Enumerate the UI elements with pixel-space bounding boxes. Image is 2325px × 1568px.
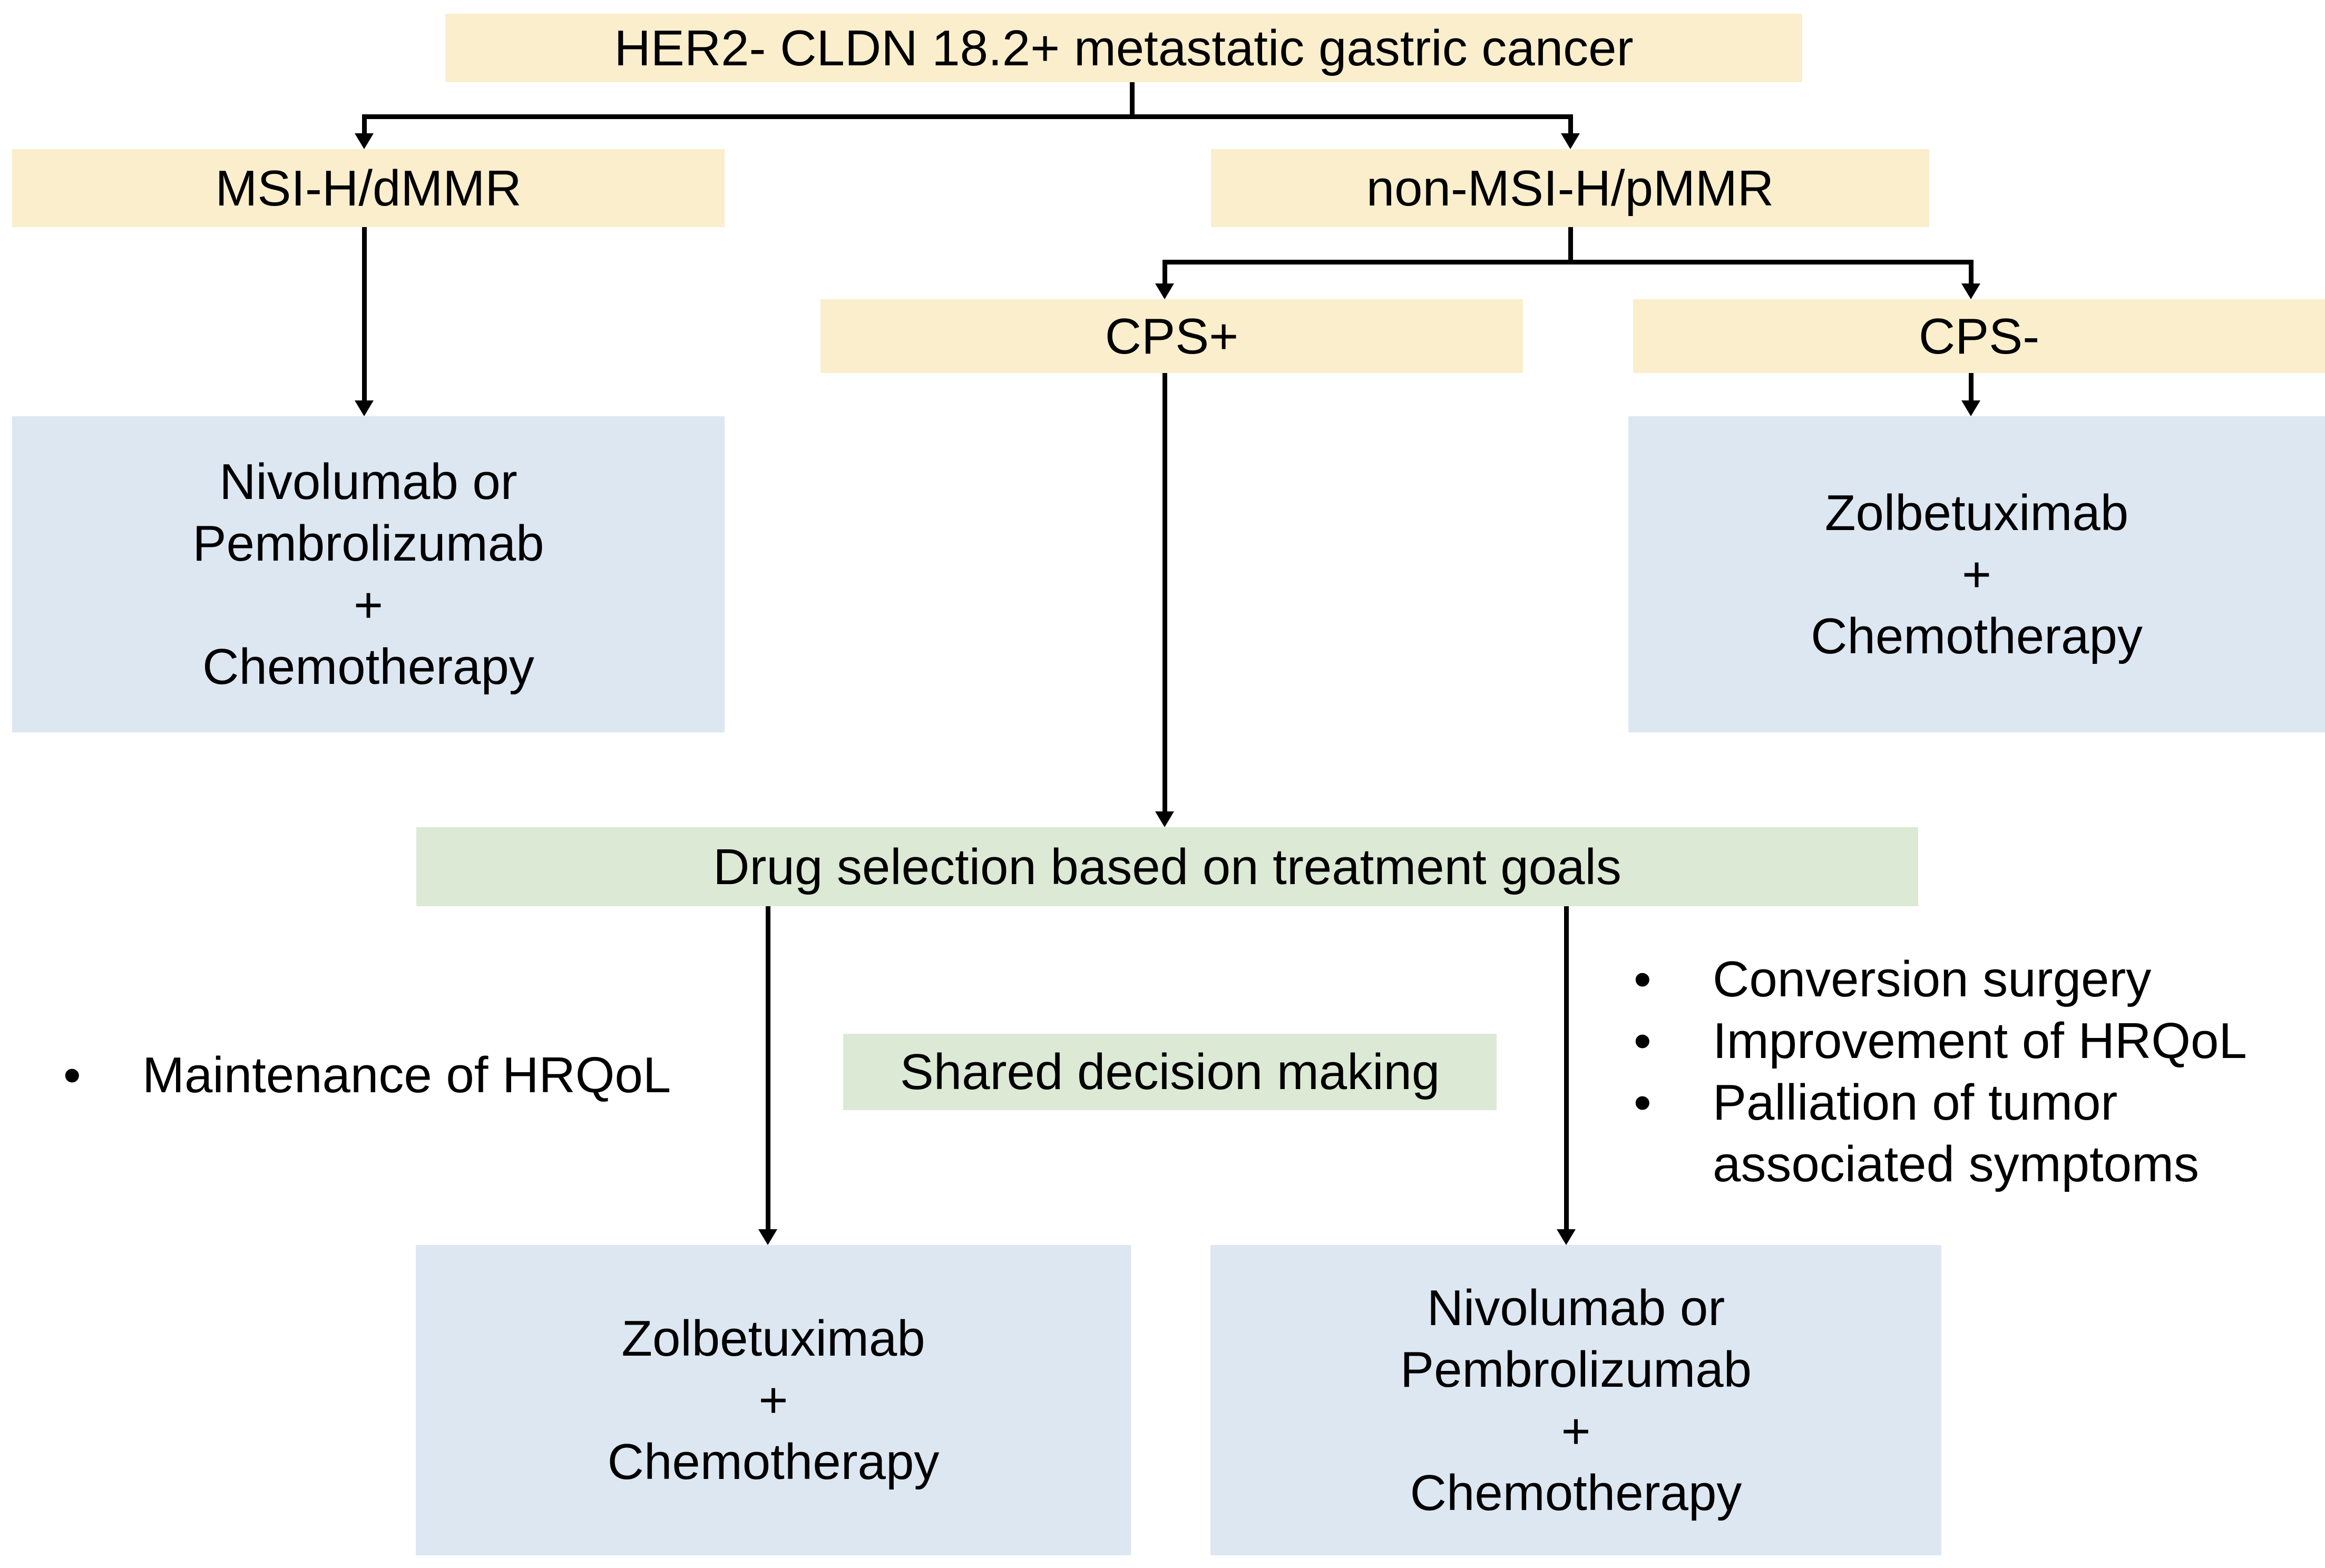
arrowhead-goal-left-treatment — [758, 1229, 777, 1245]
list-item-text: Palliation of tumor associated symptoms — [1713, 1074, 2200, 1192]
connector-cps-negative-to-treatment — [1969, 373, 1974, 401]
treatment-line: Nivolumab or — [1427, 1279, 1725, 1336]
bullet-icon: • — [1634, 951, 1652, 1007]
arrowhead-to-cps-positive — [1155, 283, 1174, 299]
node-cps-positive: CPS+ — [820, 299, 1523, 373]
arrowhead-msi-treatment — [355, 400, 374, 416]
connector-non-msi-stem — [1568, 227, 1573, 260]
bullet-icon: • — [1634, 1074, 1652, 1131]
node-cps-negative-label: CPS- — [1918, 308, 2040, 365]
node-cps-negative-treatment: Zolbetuximab + Chemotherapy — [1628, 416, 2325, 732]
arrowhead-to-cps-negative — [1961, 283, 1980, 299]
list-item: • Palliation of tumor associated symptom… — [1623, 1072, 2303, 1195]
connector-root-branch-bar — [362, 114, 1573, 119]
node-shared-decision: Shared decision making — [843, 1034, 1497, 1110]
node-non-msi-h-pmmr-label: non-MSI-H/pMMR — [1366, 160, 1774, 217]
connector-drug-selection-to-right-treatment — [1564, 906, 1569, 1230]
node-cps-positive-label: CPS+ — [1105, 308, 1239, 365]
list-item-text: Maintenance of HRQoL — [142, 1047, 671, 1103]
node-goal-right-treatment: Nivolumab or Pembrolizumab + Chemotherap… — [1210, 1245, 1941, 1555]
bullet-icon: • — [1634, 1013, 1652, 1069]
left-goal-list: • Maintenance of HRQoL — [53, 1044, 790, 1106]
connector-drug-selection-to-left-treatment — [766, 906, 770, 1230]
connector-to-cps-negative — [1969, 260, 1974, 285]
connector-root-to-msi — [362, 114, 367, 134]
treatment-line: Chemotherapy — [202, 639, 534, 695]
node-cps-negative: CPS- — [1633, 299, 2325, 373]
connector-to-cps-positive — [1162, 260, 1167, 285]
connector-msi-to-treatment — [362, 227, 367, 401]
connector-cps-positive-to-drug-selection — [1162, 373, 1167, 812]
treatment-line: + — [353, 577, 384, 633]
treatment-line: Chemotherapy — [1410, 1464, 1742, 1521]
treatment-line: Pembrolizumab — [192, 515, 544, 572]
list-item-text: Conversion surgery — [1713, 951, 2152, 1007]
connector-root-to-non-msi — [1568, 114, 1573, 134]
list-item: • Maintenance of HRQoL — [53, 1044, 790, 1106]
node-root-label: HER2- CLDN 18.2+ metastatic gastric canc… — [614, 19, 1634, 76]
treatment-line: + — [1561, 1403, 1591, 1459]
treatment-line: + — [1961, 546, 1992, 603]
arrowhead-cps-negative-treatment — [1961, 400, 1980, 416]
node-drug-selection-label: Drug selection based on treatment goals — [713, 838, 1621, 895]
node-shared-decision-label: Shared decision making — [900, 1044, 1440, 1100]
treatment-line: Nivolumab or — [219, 454, 517, 510]
connector-cps-branch-bar — [1162, 260, 1974, 264]
node-non-msi-h-pmmr: non-MSI-H/pMMR — [1211, 149, 1929, 227]
node-root: HER2- CLDN 18.2+ metastatic gastric canc… — [445, 14, 1802, 82]
arrowhead-drug-selection — [1155, 811, 1174, 827]
treatment-line: Chemotherapy — [1811, 607, 2143, 664]
treatment-line: Zolbetuximab — [621, 1310, 925, 1367]
node-goal-left-treatment: Zolbetuximab + Chemotherapy — [416, 1245, 1131, 1555]
treatment-line: Chemotherapy — [607, 1434, 940, 1490]
list-item: • Improvement of HRQoL — [1623, 1010, 2303, 1072]
treatment-line: + — [758, 1372, 788, 1428]
treatment-line: Pembrolizumab — [1400, 1341, 1752, 1398]
node-msi-h-dmmr-label: MSI-H/dMMR — [215, 160, 522, 217]
node-drug-selection: Drug selection based on treatment goals — [416, 827, 1918, 906]
arrowhead-to-msi — [355, 133, 374, 149]
right-goal-list: • Conversion surgery • Improvement of HR… — [1623, 948, 2303, 1195]
list-item-text: Improvement of HRQoL — [1713, 1013, 2247, 1069]
arrowhead-goal-right-treatment — [1557, 1229, 1576, 1245]
connector-root-stem — [1130, 82, 1135, 114]
arrowhead-to-non-msi — [1561, 133, 1580, 149]
node-msi-h-dmmr: MSI-H/dMMR — [12, 149, 725, 227]
treatment-line: Zolbetuximab — [1824, 484, 2129, 541]
node-msi-treatment: Nivolumab or Pembrolizumab + Chemotherap… — [12, 416, 725, 732]
bullet-icon: • — [63, 1047, 81, 1103]
list-item: • Conversion surgery — [1623, 948, 2303, 1010]
